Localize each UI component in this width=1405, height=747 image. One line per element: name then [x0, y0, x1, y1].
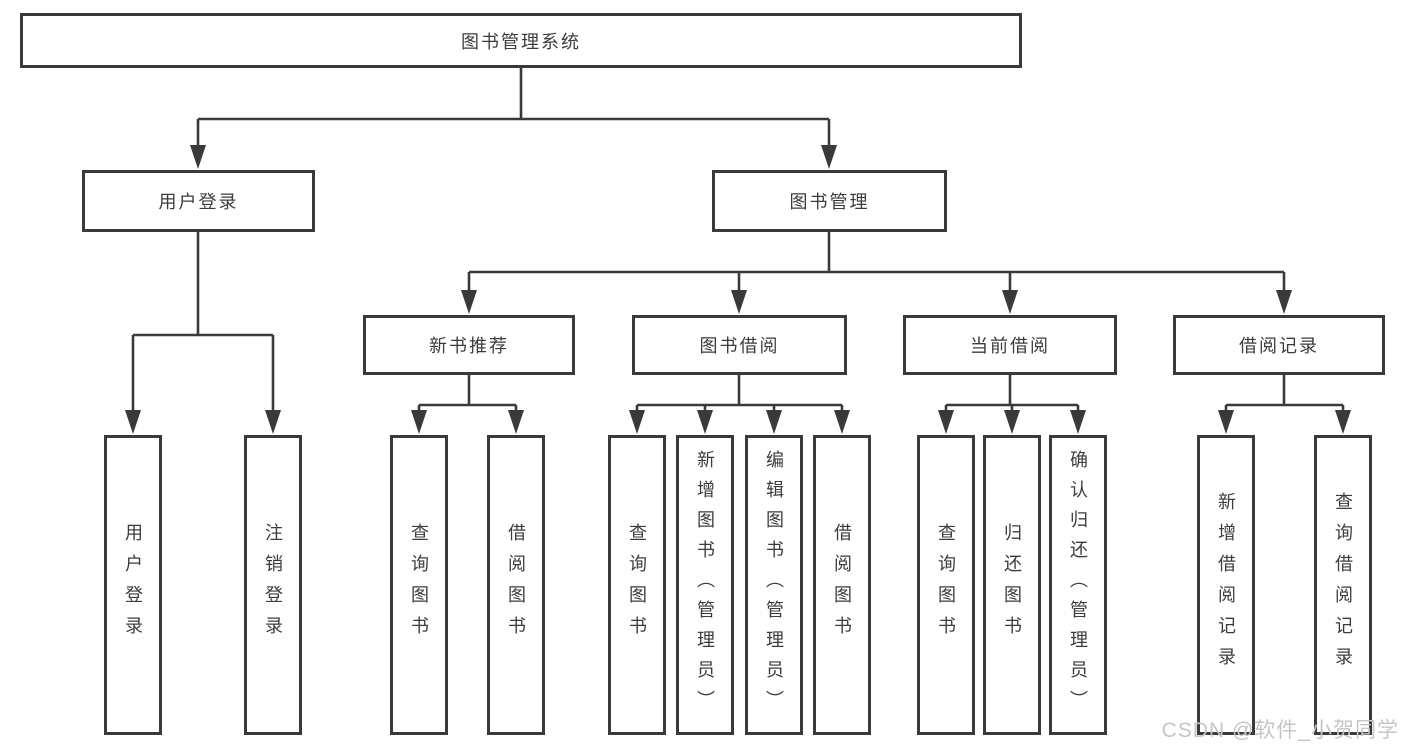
- arrow-down-icon: [125, 410, 141, 434]
- arrow-down-icon: [766, 410, 782, 434]
- arrow-down-icon: [821, 145, 837, 169]
- arrow-down-icon: [190, 145, 206, 169]
- leaf-confirm-return-admin: 确认归还（管理员）: [1049, 435, 1107, 735]
- arrow-down-icon: [1002, 290, 1018, 314]
- arrow-down-icon: [1004, 410, 1020, 434]
- node-current-borrow: 当前借阅: [903, 315, 1117, 375]
- arrow-down-icon: [938, 410, 954, 434]
- leaf-query-borrow-record: 查询借阅记录: [1314, 435, 1372, 735]
- leaf-return-books: 归还图书: [983, 435, 1041, 735]
- arrow-down-icon: [461, 290, 477, 314]
- arrow-down-icon: [697, 410, 713, 434]
- leaf-borrow-books-recommend: 借阅图书: [487, 435, 545, 735]
- arrow-down-icon: [508, 410, 524, 434]
- arrow-down-icon: [731, 290, 747, 314]
- leaf-query-books-borrow: 查询图书: [608, 435, 666, 735]
- connector-new-book-recommend-to-leaves: [417, 375, 518, 412]
- arrow-down-icon: [629, 410, 645, 434]
- leaf-edit-book-admin: 编辑图书（管理员）: [745, 435, 803, 735]
- node-user-login: 用户登录: [82, 170, 315, 232]
- node-new-book-recommend: 新书推荐: [363, 315, 575, 375]
- csdn-watermark: CSDN @软件_小贺同学: [1161, 719, 1399, 742]
- leaf-add-borrow-record: 新增借阅记录: [1197, 435, 1255, 735]
- leaf-logout: 注销登录: [244, 435, 302, 735]
- connector-book-borrow-to-leaves: [635, 375, 844, 412]
- node-book-management: 图书管理: [712, 170, 947, 232]
- node-library-management-system: 图书管理系统: [20, 13, 1022, 68]
- arrow-down-icon: [411, 410, 427, 434]
- arrow-down-icon: [1070, 410, 1086, 434]
- leaf-user-login: 用户登录: [104, 435, 162, 735]
- connector-current-borrow-to-leaves: [944, 375, 1080, 412]
- leaf-query-books-current: 查询图书: [917, 435, 975, 735]
- leaf-borrow-books: 借阅图书: [813, 435, 871, 735]
- leaf-add-book-admin: 新增图书（管理员）: [676, 435, 734, 735]
- connector-book-management-to-level3: [467, 232, 1286, 292]
- node-borrow-records: 借阅记录: [1173, 315, 1385, 375]
- arrow-down-icon: [1218, 410, 1234, 434]
- connector-user-login-to-leaves: [131, 232, 275, 412]
- arrow-down-icon: [265, 410, 281, 434]
- arrow-down-icon: [1276, 290, 1292, 314]
- arrowheads: [125, 145, 1351, 434]
- node-book-borrow: 图书借阅: [632, 315, 847, 375]
- connector-root-to-level2: [196, 68, 831, 147]
- leaf-query-books-recommend: 查询图书: [390, 435, 448, 735]
- arrow-down-icon: [834, 410, 850, 434]
- arrow-down-icon: [1335, 410, 1351, 434]
- connector-borrow-records-to-leaves: [1224, 375, 1345, 412]
